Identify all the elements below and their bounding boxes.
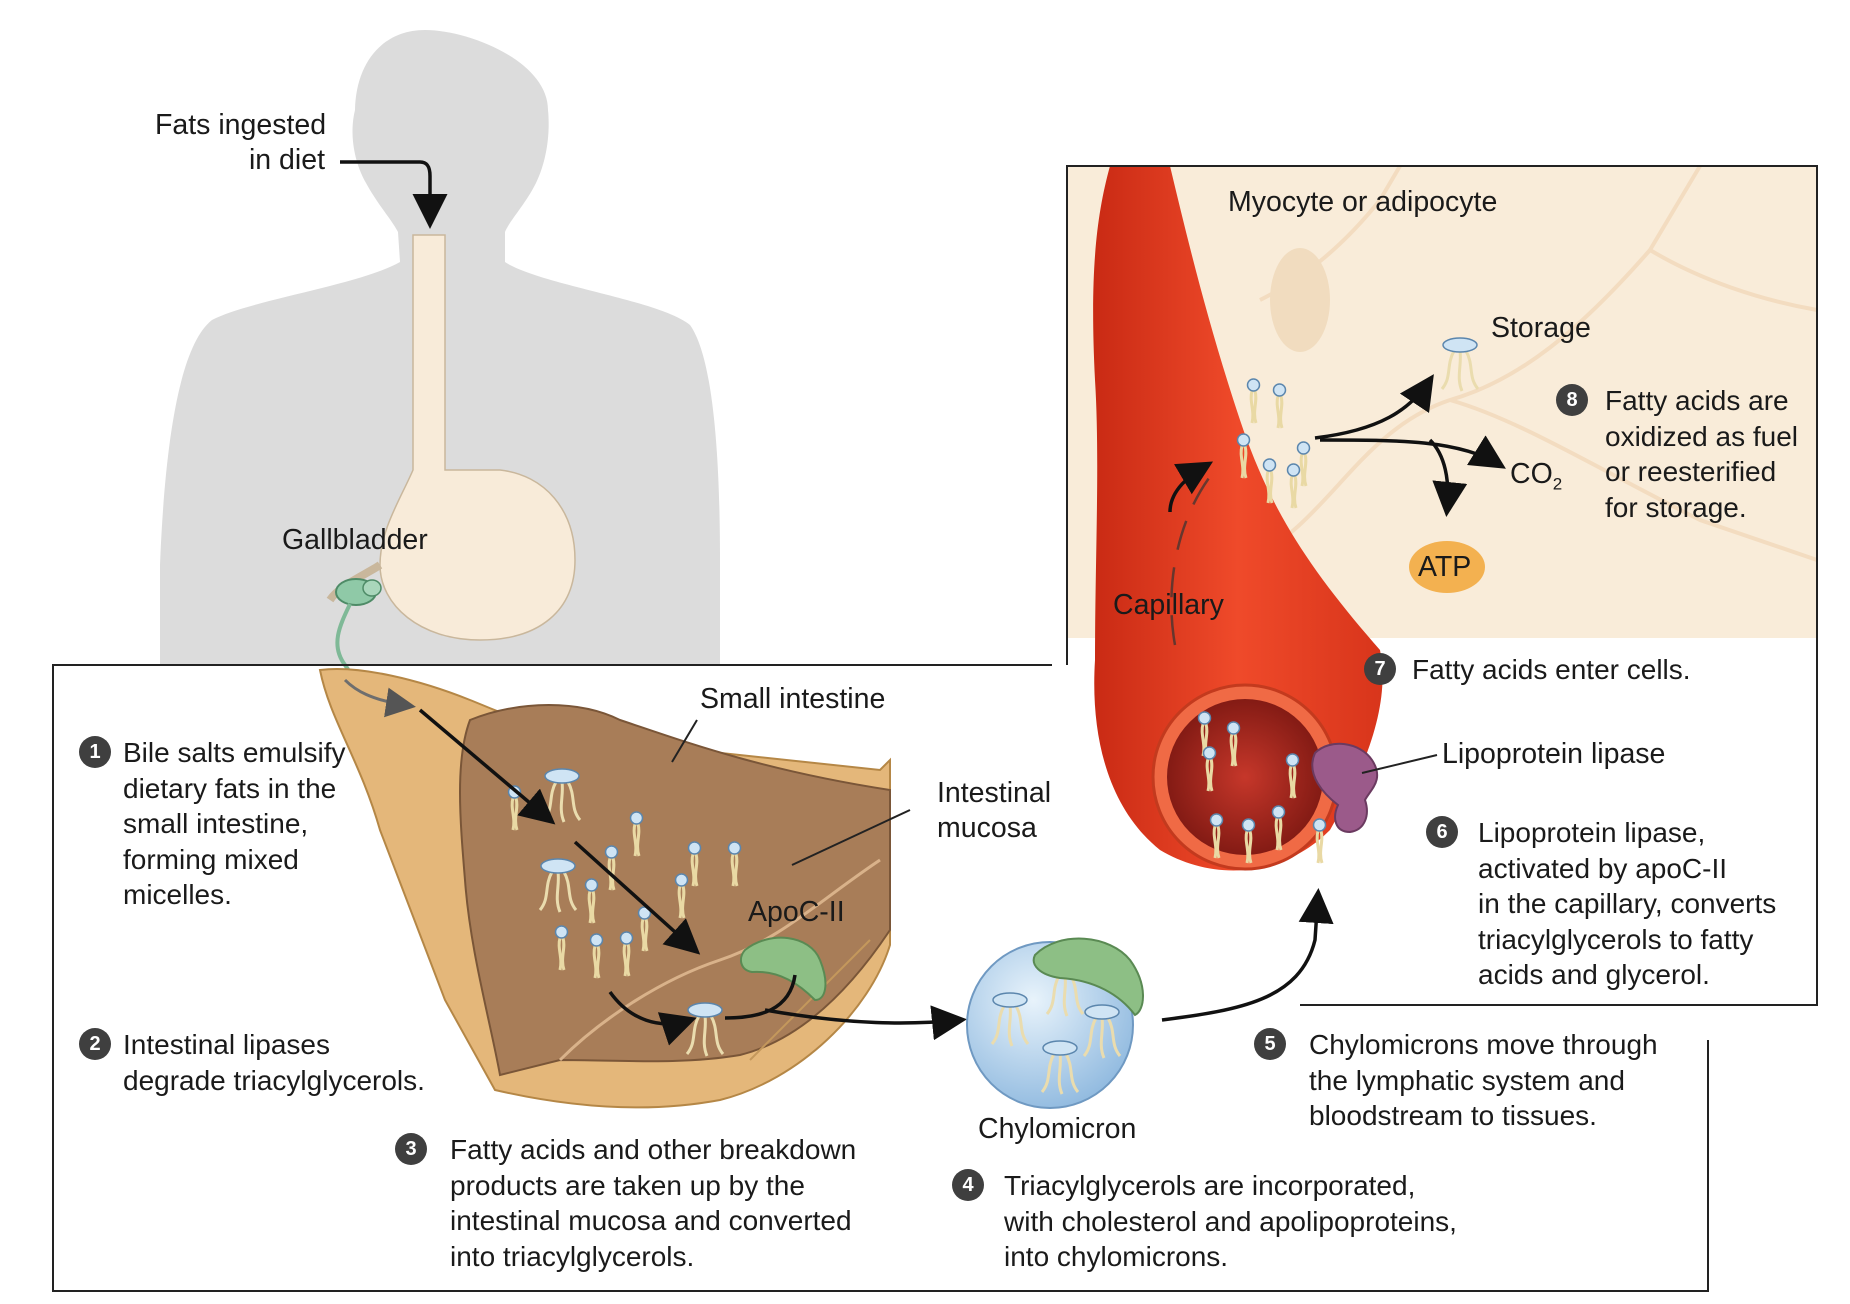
metabolism-arrows (1168, 374, 1506, 517)
step-4-line-3: into chylomicrons. (1004, 1241, 1229, 1272)
label-chylomicron: Chylomicron (978, 1113, 1137, 1145)
label-lipoprotein-lipase: Lipoprotein lipase (1442, 738, 1666, 770)
atp-badge (1409, 541, 1485, 593)
chylomicron-transport-arrow (1161, 888, 1334, 1022)
cell-nucleus (1270, 248, 1330, 352)
label-storage: Storage (1491, 312, 1591, 344)
step-2-number: 2 (79, 1028, 111, 1060)
lipoprotein-lipase (1311, 742, 1379, 834)
label-atp: ATP (1418, 551, 1472, 583)
step-1-line-4: forming mixed (123, 843, 299, 875)
small-intestine-cutaway (318, 668, 891, 1109)
step-8-line-2: oxidized as fuel (1605, 420, 1799, 452)
step-5-line-2: the lymphatic system and (1309, 1064, 1625, 1096)
step-1-line-5: micelles. (123, 879, 232, 910)
step-6-number: 6 (1426, 816, 1458, 848)
label-intestinal-mucosa: Intestinal mucosa (937, 777, 1052, 844)
label-small-intestine: Small intestine (700, 683, 886, 715)
co2-subscript: 2 (1552, 474, 1563, 494)
step-8-line-3: or reesterified (1605, 456, 1777, 487)
chylomicron-particle (966, 937, 1144, 1109)
step-3-number: 3 (395, 1133, 427, 1165)
label-apoc: ApoC-II (748, 896, 845, 928)
lower-frame (52, 664, 1709, 1292)
step-8-number: 8 (1556, 384, 1588, 416)
step-6-line-3: in the capillary, converts (1478, 888, 1777, 919)
step-4-line-2: with cholesterol and apolipoproteins, (1004, 1205, 1457, 1237)
step-6-line-1: Lipoprotein lipase, (1478, 817, 1706, 848)
step-5-line-3: bloodstream to tissues. (1309, 1100, 1597, 1131)
step-1-line-2: dietary fats in the (123, 772, 337, 804)
right-frame (1066, 165, 1818, 1006)
step-3-line-2: products are taken up by the (450, 1169, 805, 1201)
label-gallbladder: Gallbladder (282, 524, 428, 556)
step-2-line-2: degrade triacylglycerols. (123, 1064, 425, 1096)
label-fats-ingested: Fats ingested in diet (155, 109, 327, 176)
label-co2: CO2 (1510, 458, 1563, 494)
step-8-line-1: Fatty acids are (1605, 385, 1789, 416)
step-6-line-5: acids and glycerol. (1478, 959, 1710, 990)
step-3-line-3: intestinal mucosa and converted (450, 1205, 852, 1236)
step-6-line-2: activated by apoC-II (1478, 852, 1728, 884)
step-1-line-3: small intestine, (123, 808, 309, 839)
step-4-line-1: Triacylglycerols are incorporated, (1004, 1170, 1416, 1201)
step-6-line-4: triacylglycerols to fatty (1478, 923, 1754, 955)
step-7-number: 7 (1364, 653, 1396, 685)
step-5-line-1: Chylomicrons move through (1309, 1029, 1658, 1060)
apoc-protein (739, 936, 827, 1002)
step-5-number: 5 (1254, 1028, 1286, 1060)
step-3-line-4: into triacylglycerols. (450, 1240, 695, 1272)
step-1-number: 1 (79, 736, 111, 768)
ingestion-arrow (340, 160, 448, 229)
step-4-number: 4 (952, 1169, 984, 1201)
step-8-line-4: for storage. (1605, 491, 1747, 523)
intestine-arrows (343, 678, 967, 1046)
step-2-line-1: Intestinal lipases (123, 1029, 331, 1060)
step-3-line-1: Fatty acids and other breakdown (450, 1134, 857, 1165)
leader-lines (671, 719, 911, 866)
step-1-line-1: Bile salts emulsify (123, 737, 346, 768)
lipase-leader (1361, 754, 1438, 774)
step-7-line-1: Fatty acids enter cells. (1412, 654, 1691, 685)
label-capillary: Capillary (1113, 589, 1224, 621)
label-myocyte: Myocyte or adipocyte (1228, 186, 1498, 218)
